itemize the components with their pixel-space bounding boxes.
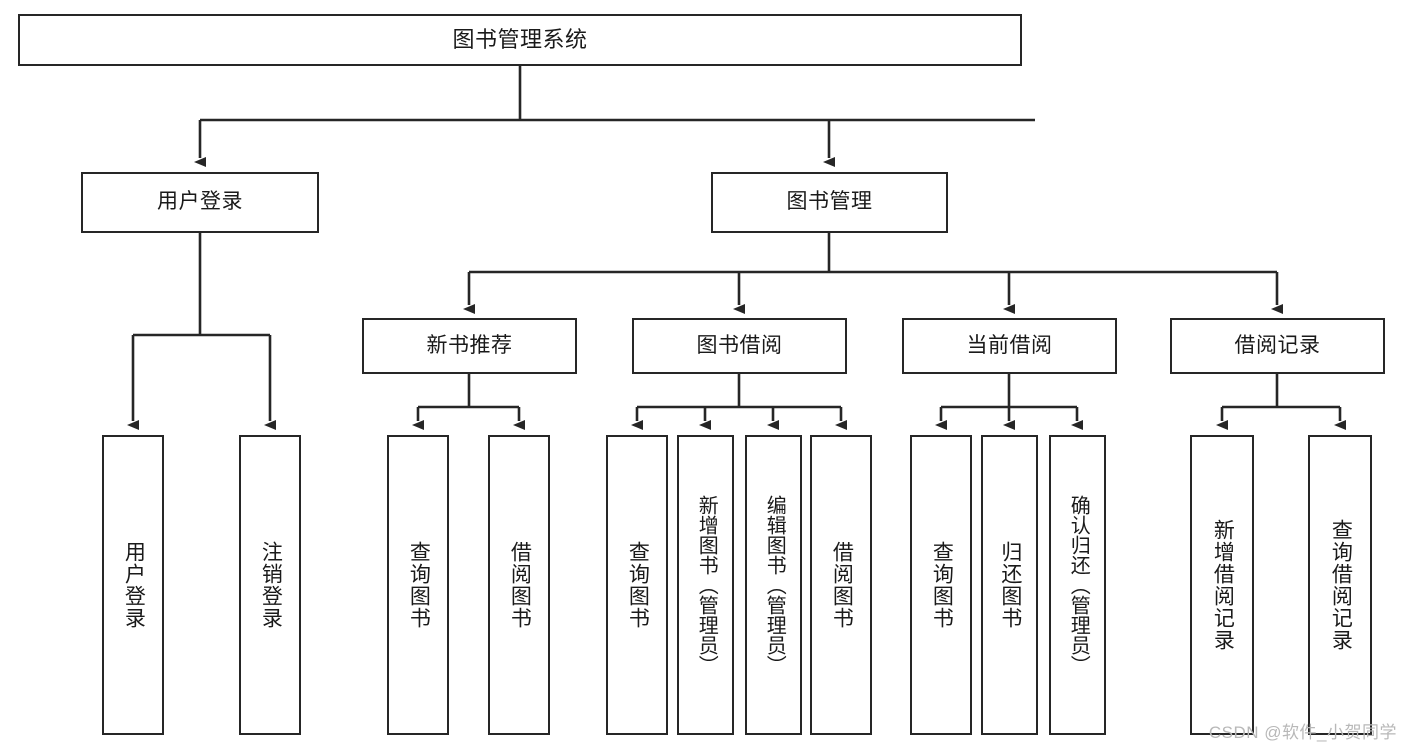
node-label: 借阅记录 <box>1234 333 1321 357</box>
node-label: 查询图书 <box>626 541 650 629</box>
leaf-new-book-query[interactable]: 查询图书 <box>387 435 449 735</box>
node-book-borrow[interactable]: 图书借阅 <box>632 318 847 374</box>
leaf-book-borrow-query[interactable]: 查询图书 <box>606 435 668 735</box>
node-label: 用户登录 <box>157 190 243 214</box>
node-label: 查询借阅记录 <box>1329 519 1353 651</box>
leaf-new-book-borrow[interactable]: 借阅图书 <box>488 435 550 735</box>
leaf-user-login-login[interactable]: 用户登录 <box>102 435 164 735</box>
node-label: 确认归还（管理员） <box>1067 495 1090 675</box>
node-borrow-record[interactable]: 借阅记录 <box>1170 318 1385 374</box>
node-label: 借阅图书 <box>830 541 854 629</box>
leaf-borrow-record-query[interactable]: 查询借阅记录 <box>1308 435 1372 735</box>
node-label: 新书推荐 <box>426 333 513 357</box>
leaf-user-login-logout[interactable]: 注销登录 <box>239 435 301 735</box>
leaf-current-borrow-query[interactable]: 查询图书 <box>910 435 972 735</box>
node-label: 图书管理系统 <box>452 26 588 52</box>
node-label: 当前借阅 <box>966 333 1053 357</box>
node-label: 新增图书（管理员） <box>695 495 718 675</box>
node-label: 查询图书 <box>407 541 431 629</box>
node-label: 注销登录 <box>259 541 283 629</box>
node-label: 归还图书 <box>998 541 1022 629</box>
node-label: 查询图书 <box>930 541 954 629</box>
csdn-watermark: CSDN @软件_小贺同学 <box>1208 723 1397 742</box>
node-label: 图书管理 <box>786 190 873 214</box>
node-label: 新增借阅记录 <box>1211 519 1235 651</box>
node-new-book-recommend[interactable]: 新书推荐 <box>362 318 577 374</box>
node-label: 用户登录 <box>122 541 146 629</box>
leaf-borrow-record-add[interactable]: 新增借阅记录 <box>1190 435 1254 735</box>
leaf-current-borrow-confirm-admin[interactable]: 确认归还（管理员） <box>1049 435 1106 735</box>
node-current-borrow[interactable]: 当前借阅 <box>902 318 1117 374</box>
leaf-current-borrow-return[interactable]: 归还图书 <box>981 435 1038 735</box>
node-user-login[interactable]: 用户登录 <box>81 172 319 233</box>
leaf-book-borrow-borrow[interactable]: 借阅图书 <box>810 435 872 735</box>
leaf-book-borrow-edit-admin[interactable]: 编辑图书（管理员） <box>745 435 802 735</box>
leaf-book-borrow-add-admin[interactable]: 新增图书（管理员） <box>677 435 734 735</box>
node-book-management[interactable]: 图书管理 <box>711 172 948 233</box>
node-label: 编辑图书（管理员） <box>763 495 786 675</box>
node-label: 借阅图书 <box>508 541 532 629</box>
node-label: 图书借阅 <box>696 333 783 357</box>
node-root-book-management-system[interactable]: 图书管理系统 <box>18 14 1022 66</box>
